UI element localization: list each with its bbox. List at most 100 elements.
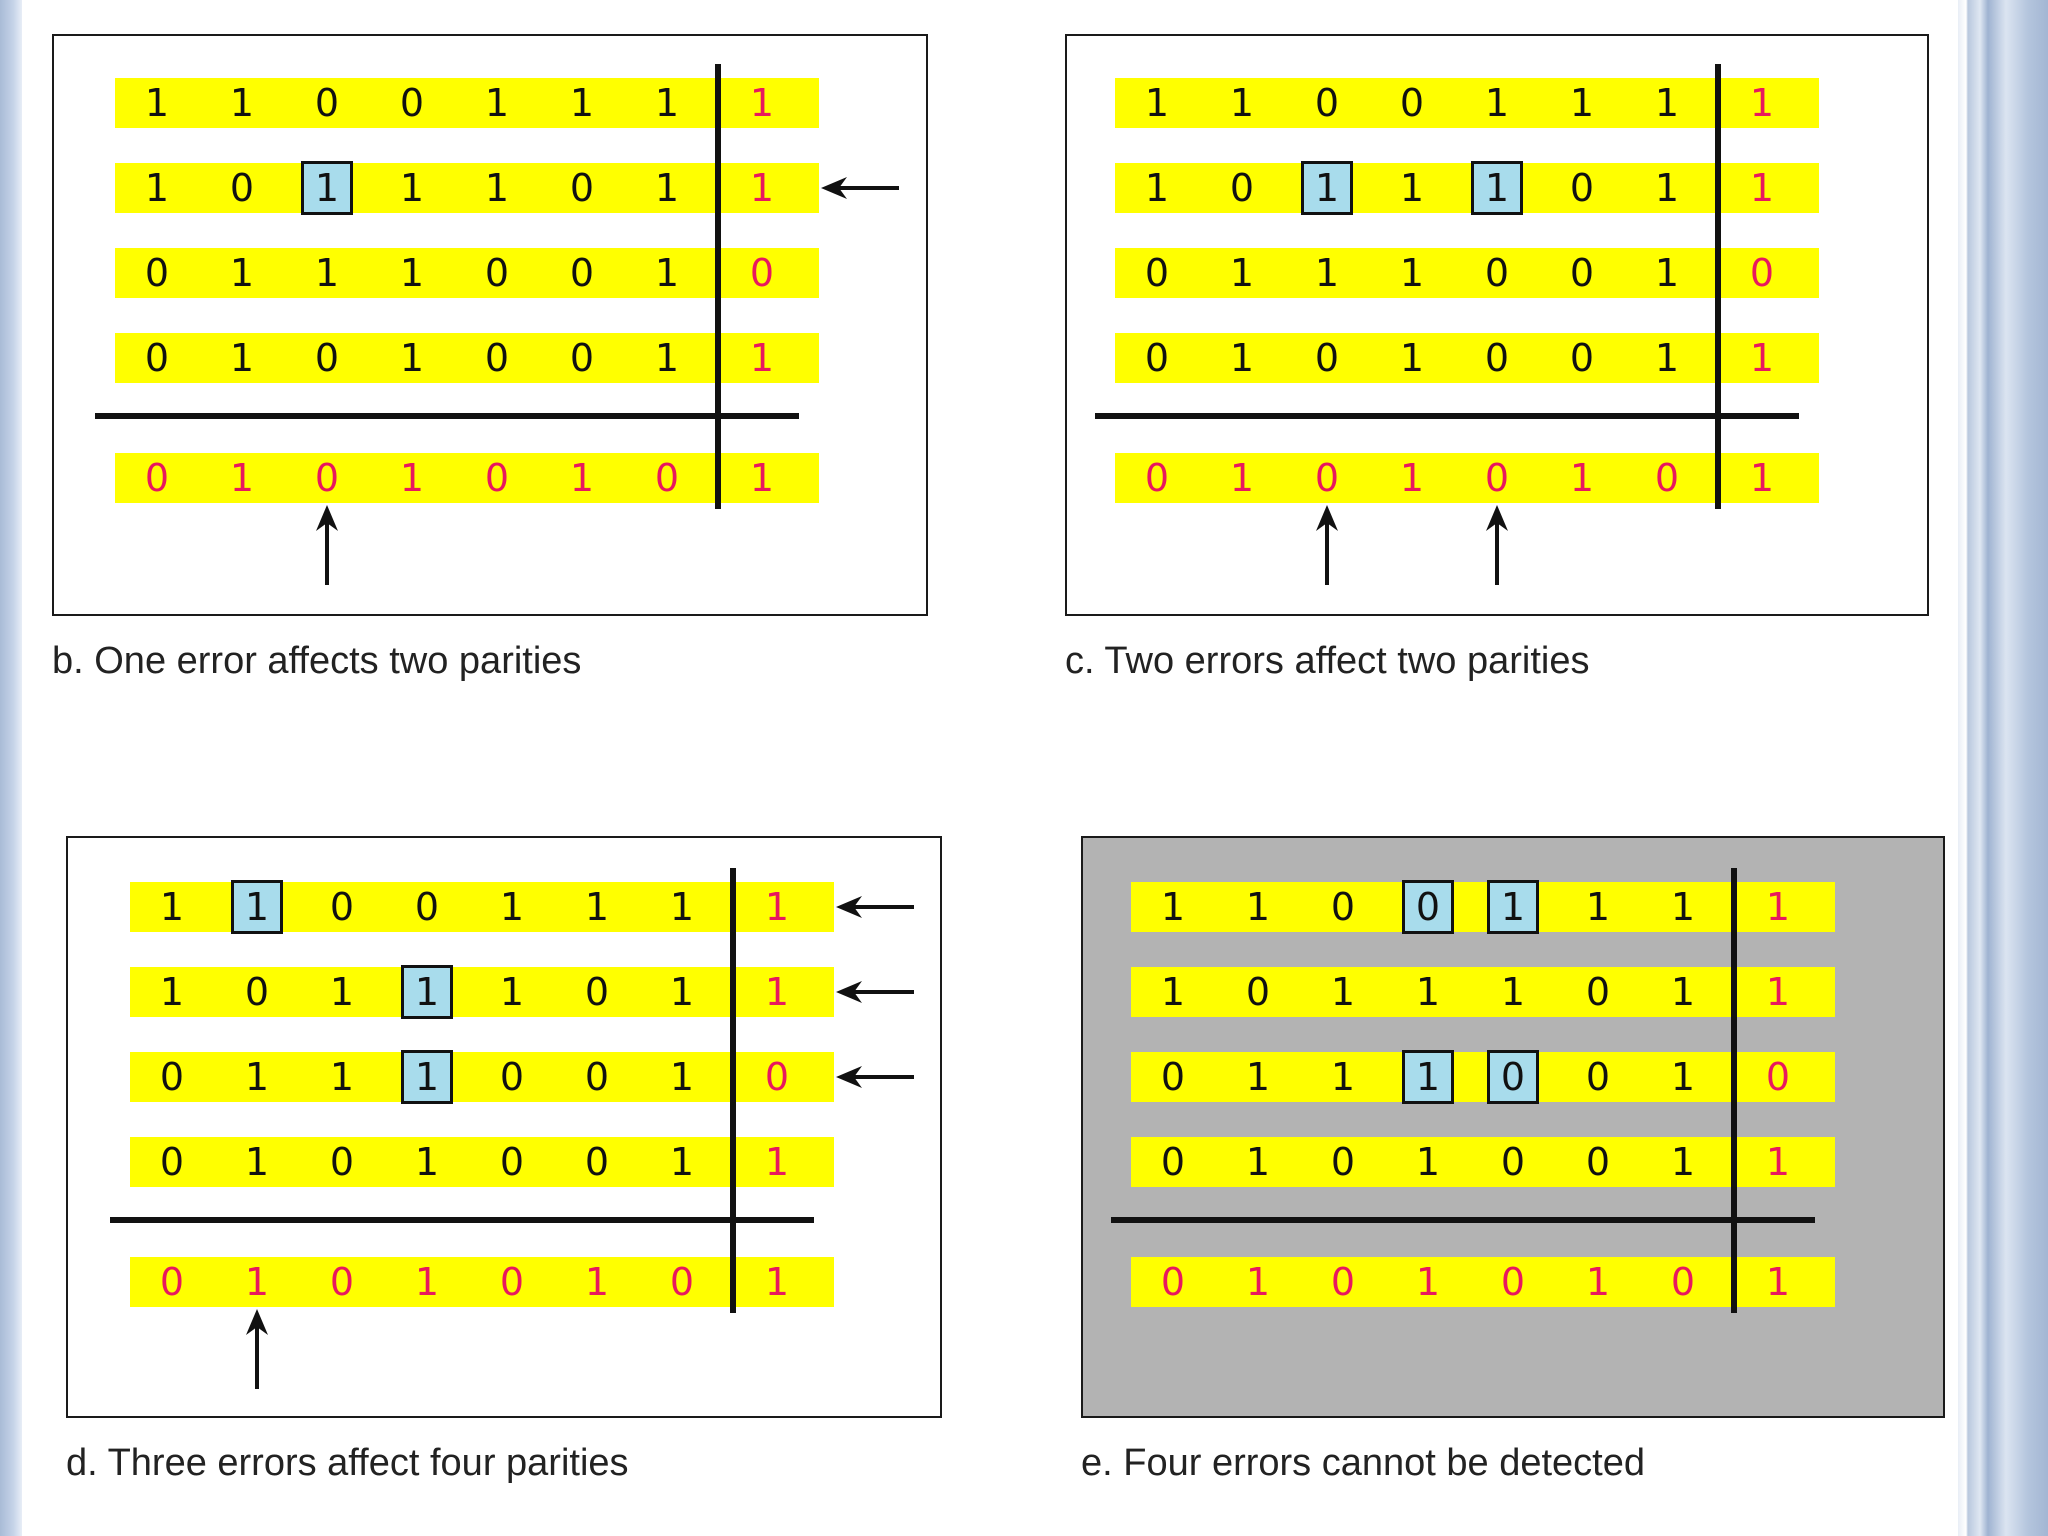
panel-d — [66, 836, 942, 1418]
parity-row-separator — [110, 1217, 814, 1223]
data-bit: 0 — [159, 1140, 185, 1184]
panel-caption-c: c. Two errors affect two parities — [1065, 640, 1590, 682]
data-bit: 1 — [1654, 336, 1680, 380]
data-bit: 0 — [1484, 336, 1510, 380]
data-bit: 1 — [1484, 81, 1510, 125]
error-bit: 0 — [1396, 880, 1460, 934]
error-bit-value: 0 — [1402, 880, 1454, 934]
data-bit: 1 — [1229, 81, 1255, 125]
data-bit: 1 — [399, 336, 425, 380]
data-bit: 0 — [1399, 81, 1425, 125]
data-bit: 0 — [1314, 336, 1340, 380]
parity-bit: 1 — [414, 1260, 440, 1304]
error-bit-value: 1 — [401, 1050, 453, 1104]
parity-bit: 1 — [569, 456, 595, 500]
row-parity-bit: 1 — [1765, 970, 1791, 1014]
data-bit: 1 — [1399, 251, 1425, 295]
parity-row-separator — [95, 413, 799, 419]
data-bit: 1 — [1229, 336, 1255, 380]
row-parity-bit: 0 — [749, 251, 775, 295]
data-bit: 0 — [499, 1055, 525, 1099]
parity-bit: 1 — [1229, 456, 1255, 500]
data-bit: 1 — [1670, 885, 1696, 929]
error-row-arrow — [836, 981, 914, 1003]
data-bit: 1 — [669, 1140, 695, 1184]
parity-bit: 1 — [1415, 1260, 1441, 1304]
error-row-arrow — [836, 896, 914, 918]
parity-bit: 0 — [654, 456, 680, 500]
data-bit: 0 — [1229, 166, 1255, 210]
data-bit: 1 — [1399, 336, 1425, 380]
row-parity-bit: 1 — [1765, 1140, 1791, 1184]
data-bit: 1 — [654, 336, 680, 380]
parity-bit: 0 — [1670, 1260, 1696, 1304]
data-bit: 1 — [1160, 970, 1186, 1014]
data-bit: 0 — [584, 1055, 610, 1099]
data-bit: 1 — [229, 81, 255, 125]
data-bit: 0 — [1160, 1055, 1186, 1099]
data-bit: 1 — [1670, 970, 1696, 1014]
error-bit: 1 — [1396, 1050, 1460, 1104]
error-bit-value: 1 — [1301, 161, 1353, 215]
data-bit: 1 — [669, 970, 695, 1014]
panel-b — [52, 34, 928, 616]
error-bit: 1 — [1295, 161, 1359, 215]
data-bit: 1 — [1670, 1055, 1696, 1099]
parity-bit: 1 — [1585, 1260, 1611, 1304]
parity-bit: 1 — [399, 456, 425, 500]
parity-bit: 1 — [584, 1260, 610, 1304]
data-bit: 1 — [1585, 885, 1611, 929]
parity-bit: 0 — [314, 456, 340, 500]
data-bit: 1 — [159, 970, 185, 1014]
row-parity-bit: 0 — [1749, 251, 1775, 295]
parity-bit: 0 — [159, 1260, 185, 1304]
data-bit: 1 — [654, 251, 680, 295]
data-bit: 1 — [1245, 885, 1271, 929]
error-bit-value: 1 — [231, 880, 283, 934]
error-bit-value: 1 — [1402, 1050, 1454, 1104]
error-bit-value: 0 — [1487, 1050, 1539, 1104]
parity-bit: 1 — [749, 456, 775, 500]
error-row-arrow — [836, 1066, 914, 1088]
row-parity-bit: 1 — [1749, 81, 1775, 125]
data-bit: 1 — [484, 81, 510, 125]
error-bit: 1 — [1481, 880, 1545, 934]
data-bit: 1 — [399, 166, 425, 210]
data-bit: 0 — [569, 166, 595, 210]
parity-row-separator — [1111, 1217, 1815, 1223]
data-bit: 1 — [1654, 81, 1680, 125]
data-bit: 1 — [1569, 81, 1595, 125]
data-bit: 1 — [314, 251, 340, 295]
data-bit: 1 — [244, 1140, 270, 1184]
data-bit: 1 — [329, 970, 355, 1014]
parity-bit: 0 — [1330, 1260, 1356, 1304]
data-bit: 1 — [654, 81, 680, 125]
row-parity-bit: 1 — [749, 336, 775, 380]
parity-bit: 1 — [1749, 456, 1775, 500]
panel-caption-b: b. One error affects two parities — [52, 640, 582, 682]
data-bit: 1 — [569, 81, 595, 125]
parity-bit: 0 — [329, 1260, 355, 1304]
parity-bit: 0 — [1484, 456, 1510, 500]
parity-bit: 0 — [1314, 456, 1340, 500]
data-bit: 1 — [499, 885, 525, 929]
row-parity-bit: 1 — [749, 166, 775, 210]
data-bit: 0 — [1330, 1140, 1356, 1184]
data-bit: 0 — [229, 166, 255, 210]
data-bit: 1 — [484, 166, 510, 210]
slide-left-border — [0, 0, 22, 1536]
parity-bit: 0 — [1144, 456, 1170, 500]
data-bit: 1 — [654, 166, 680, 210]
error-bit-value: 1 — [1471, 161, 1523, 215]
row-parity-bit: 1 — [1749, 166, 1775, 210]
data-bit: 1 — [229, 251, 255, 295]
data-bit: 1 — [1330, 1055, 1356, 1099]
